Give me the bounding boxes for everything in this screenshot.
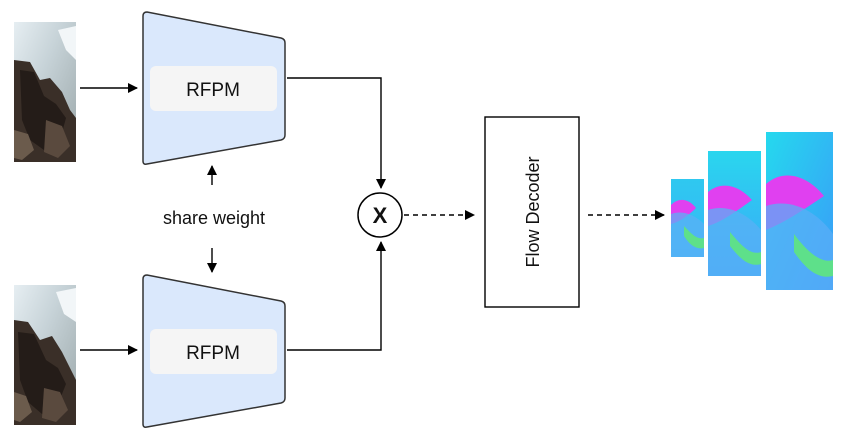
- flow-output-medium: [708, 151, 761, 276]
- multiply-symbol: X: [373, 203, 388, 228]
- arrow-encoder-top-to-multiply: [287, 77, 386, 189]
- encoder-top: RFPM: [142, 11, 286, 165]
- arrow-encoder-bottom-to-multiply: [287, 241, 386, 351]
- flow-output-large: [766, 132, 833, 290]
- multiply-node: X: [357, 192, 403, 238]
- encoder-top-inner-box: [150, 66, 277, 111]
- encoder-top-label: RFPM: [186, 80, 240, 101]
- flow-output-small: [671, 179, 704, 257]
- input-frame-bottom: [14, 285, 76, 425]
- flow-decoder-label: Flow Decoder: [523, 156, 543, 267]
- flow-decoder: Flow Decoder: [484, 116, 580, 308]
- share-weight-label: share weight: [163, 208, 265, 228]
- encoder-bottom-label: RFPM: [186, 343, 240, 364]
- encoder-bottom: RFPM: [142, 274, 286, 428]
- input-frame-top: [14, 22, 76, 162]
- encoder-bottom-inner-box: [150, 329, 277, 374]
